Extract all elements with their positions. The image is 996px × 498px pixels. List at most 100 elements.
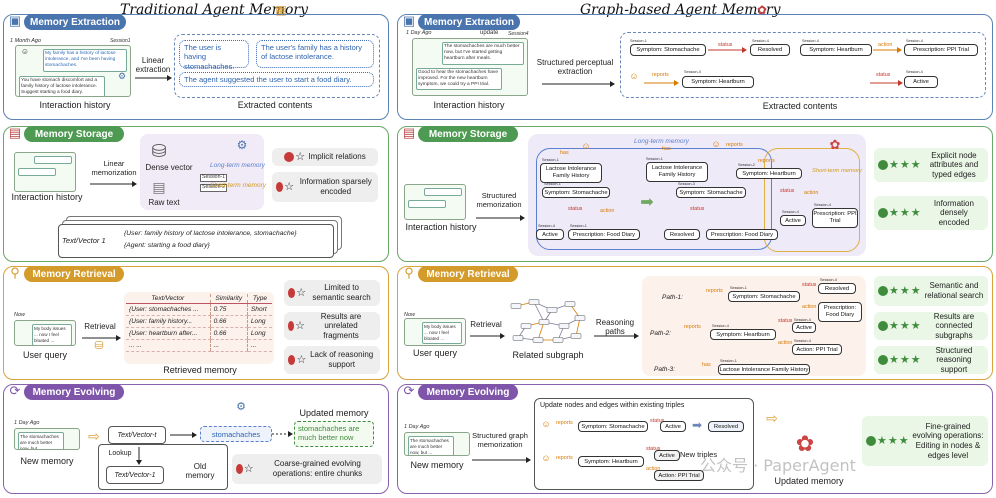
related-subgraph-label: Related subgraph xyxy=(512,350,584,360)
lookup-label: Lookup xyxy=(108,450,132,457)
right-ext-update: update xyxy=(480,30,499,36)
session-1-tag: Session-1 xyxy=(200,174,228,182)
left-ret-arrow xyxy=(82,335,121,341)
left-evolving-panel xyxy=(3,384,389,494)
right-retrieval-badge: Memory Retrieval xyxy=(418,266,518,282)
happy-face-icon xyxy=(878,160,888,170)
star-icon: ☆ xyxy=(295,150,306,163)
node-resolved: Resolved xyxy=(664,229,700,240)
text-vector-1: Text/Vector-1 xyxy=(106,466,164,484)
edge-status-2: status xyxy=(646,446,661,452)
happy-face-icon xyxy=(866,436,876,446)
node-action-ppi: Action: PPI Trial xyxy=(792,344,842,355)
left-ext-chat: My family has a history of lactose intol… xyxy=(15,45,131,97)
session-tag: Session-4 xyxy=(794,318,811,322)
text-vector-card xyxy=(58,224,334,258)
node-active: Active xyxy=(536,229,564,240)
star-icon: ★ xyxy=(889,206,899,219)
node-lactose-history-2: Lactose Intolerance Family History xyxy=(646,162,708,182)
graph-logo-icon: ✿ xyxy=(795,431,815,456)
right-ext-arrow xyxy=(542,81,615,87)
subgraph-node xyxy=(564,301,576,307)
node-lactose-history-1: Lactose Intolerance Family History xyxy=(540,163,602,183)
right-ext-extracted-label: Extracted contents xyxy=(762,101,838,111)
node-symptom-heartburn: Symptom: Heartburn xyxy=(710,329,776,340)
user-avatar-icon: ☺ xyxy=(541,453,551,463)
happy-face-icon xyxy=(878,208,888,218)
node-symptom-stomachache: Symptom: Stomachache xyxy=(630,44,706,56)
node-action-ppi: Action: PPI Trial xyxy=(654,470,704,481)
table-header-type: Type xyxy=(246,294,272,304)
updated-memory-text: stomachaches are much better now xyxy=(294,421,374,447)
left-ret-query: My body issues ... now I feel bloated ..… xyxy=(14,320,76,346)
session-tag: Session-4 xyxy=(712,324,729,328)
server-icon: ⚙ xyxy=(236,138,248,152)
weak-coarse-grained: ☆ Coarse-grained evolving operations: en… xyxy=(232,454,382,484)
subgraph-node xyxy=(546,307,558,313)
right-short-term-label: Short-term memory xyxy=(812,168,862,174)
lookup-arrow xyxy=(136,447,142,465)
text-vector-line1: {User: family history of lactose intoler… xyxy=(124,230,297,237)
right-evo-chat: The stomachaches are much better now, bu… xyxy=(404,432,470,456)
node-prescription-food-diary: Prescription: Food Diary xyxy=(818,302,862,322)
user-avatar-icon: ☺ xyxy=(541,419,551,429)
retrieved-memory-table: Text/Vector Similarity Type {User: stoma… xyxy=(126,294,272,352)
database-icon: ⛁ xyxy=(151,140,167,161)
right-arrow-icon: ➡ xyxy=(640,194,654,211)
right-evo-new-label: New memory xyxy=(410,460,464,470)
left-storage-badge: Memory Storage xyxy=(24,126,124,142)
right-ext-arrow-label: Structured perceptual extraction xyxy=(536,58,614,77)
storage-icon: ▤ xyxy=(8,125,22,140)
left-ext-extracted-label: Extracted contents xyxy=(237,100,313,110)
right-ext-chat-agent: Good to hear the stomachaches have impro… xyxy=(416,67,502,91)
node-active: Active xyxy=(904,76,938,88)
star-icon: ★ xyxy=(889,353,899,366)
edge-status-2: status xyxy=(690,206,705,212)
subgraph-node xyxy=(574,315,586,321)
retrieval-icon: ⚲ xyxy=(10,265,20,280)
edge-arrow xyxy=(708,47,747,53)
left-extraction-panel xyxy=(3,14,389,120)
subgraph-node xyxy=(552,337,564,343)
edge-status: status xyxy=(568,206,583,212)
retrieval-db-icon: ⛁ xyxy=(94,339,104,352)
subgraph-node xyxy=(538,319,550,325)
star-icon: ★ xyxy=(910,284,921,297)
right-retrieval-panel xyxy=(397,266,993,380)
table-header-similarity: Similarity xyxy=(209,294,248,304)
server-icon: ⚙ xyxy=(236,400,246,413)
star-icon: ☆ xyxy=(296,353,307,366)
edge-status-3: status xyxy=(780,188,795,194)
update-arrow xyxy=(272,431,293,437)
right-storage-arrow xyxy=(476,215,525,221)
edge-action-2: action xyxy=(804,190,819,196)
subgraph-node xyxy=(558,323,570,329)
node-lactose-history: Lactose Intolerance Family History xyxy=(718,364,810,375)
edge-arrow xyxy=(870,80,903,86)
extracted-item-2: The user's family has a history of lacto… xyxy=(256,40,374,68)
edge-reports-2: reports xyxy=(556,455,573,461)
evolving-icon: ⟳ xyxy=(403,383,415,398)
right-storage-chat xyxy=(404,184,466,220)
star-icon: ☆ xyxy=(284,180,295,193)
right-arrow-icon: ⇨ xyxy=(88,427,100,444)
node-symptom-heartburn-2: Symptom: Heartburn xyxy=(682,76,754,88)
right-extraction-panel xyxy=(397,14,993,120)
node-resolved: Resolved xyxy=(750,44,790,56)
robot-icon: ⚙ xyxy=(117,70,127,81)
subgraph-node xyxy=(520,323,532,329)
left-evo-chat: The stomachaches are much better now, bu… xyxy=(14,428,80,450)
edge-arrow xyxy=(644,80,679,86)
graph-logo-icon: ✿ xyxy=(756,3,768,17)
right-evo-time: 1 Day Ago xyxy=(404,424,430,430)
right-ext-interaction-label: Interaction history xyxy=(433,100,505,110)
right-extraction-badge: Memory Extraction xyxy=(418,14,520,30)
happy-face-icon xyxy=(878,355,888,365)
right-arrow-icon: ⇨ xyxy=(766,409,778,426)
left-ext-chat-user: My family has a history of lactose intol… xyxy=(43,49,127,72)
star-icon: ★ xyxy=(910,206,921,219)
node-symptom-stomachache: Symptom: Stomachache xyxy=(578,421,648,432)
right-evo-arrow-label: Structured graph memorization xyxy=(472,431,528,449)
